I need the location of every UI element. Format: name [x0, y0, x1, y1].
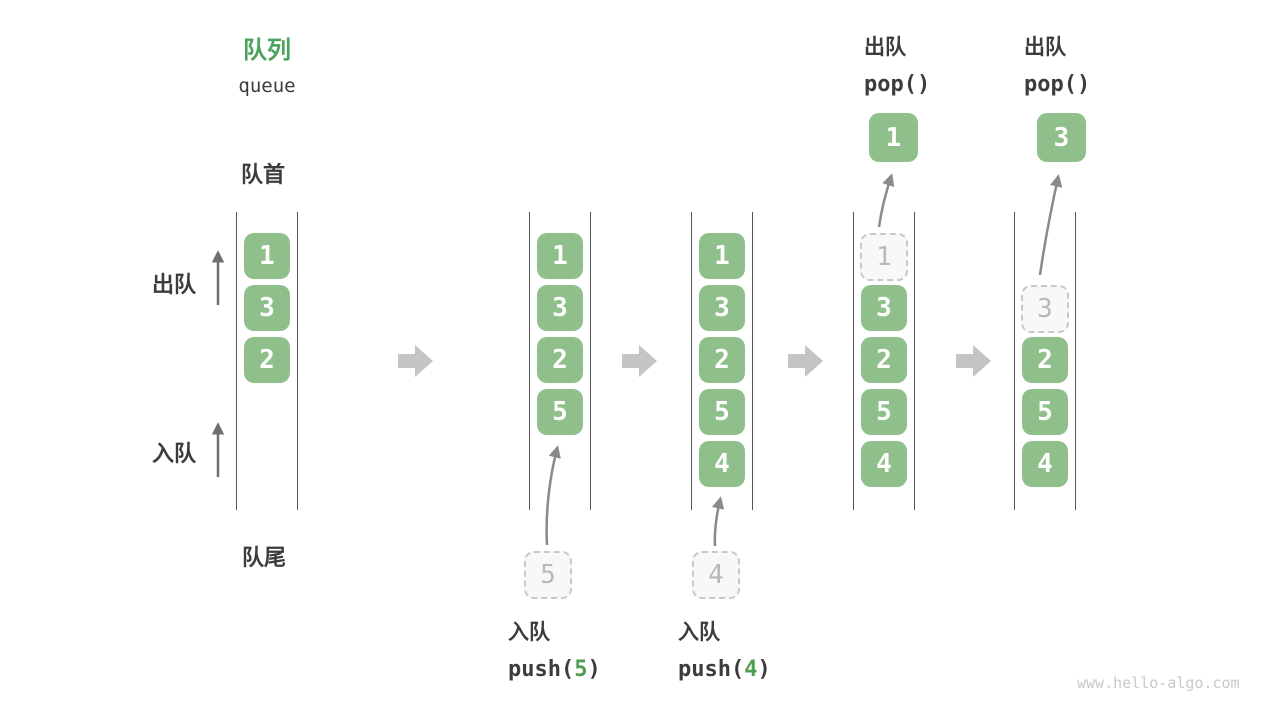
flow-arrow-icon [956, 345, 991, 377]
op-pop-1: 出队 pop() [864, 31, 930, 97]
popped-value-box: 1 [869, 113, 918, 162]
queue-cell: 2 [699, 337, 745, 383]
queue-cell: 5 [699, 389, 745, 435]
queue-cell: 3 [537, 285, 583, 331]
queue-cell: 4 [861, 441, 907, 487]
op-push-5: 入队 push(5) [508, 616, 601, 682]
popped-value-box: 3 [1037, 113, 1086, 162]
queue-cell: 5 [537, 389, 583, 435]
queue-cell: 2 [537, 337, 583, 383]
op-push-4-zh: 入队 [678, 621, 720, 644]
flow-arrow-icon [622, 345, 657, 377]
flow-arrow-icon [398, 345, 433, 377]
op-pop-1-code: pop() [864, 72, 931, 97]
watermark: www.hello-algo.com [1077, 674, 1240, 692]
diagram-title: 队列 queue [230, 30, 304, 97]
queue-cell: 1 [244, 233, 290, 279]
push-5-arg: 5 [574, 657, 588, 682]
op-push-5-code: push(5) [508, 657, 601, 682]
label-queue-rear: 队尾 [242, 545, 287, 570]
queue-cell: 5 [861, 389, 907, 435]
op-push-4: 入队 push(4) [678, 616, 771, 682]
op-push-5-zh: 入队 [508, 621, 550, 644]
push-4-arg: 4 [744, 657, 758, 682]
flow-arrow-icon [788, 345, 823, 377]
queue-cell: 5 [1022, 389, 1068, 435]
queue-cell: 2 [244, 337, 290, 383]
op-pop-1-zh: 出队 [864, 36, 906, 59]
queue-cell: 4 [699, 441, 745, 487]
queue-state-pop-1: 1 3 2 5 4 [853, 212, 915, 510]
queue-cell-ghost: 3 [1021, 285, 1069, 333]
title-zh: 队列 [243, 37, 291, 64]
queue-state-after-push-4: 1 3 2 5 4 [691, 212, 753, 510]
queue-cell: 2 [861, 337, 907, 383]
incoming-value-box: 4 [692, 551, 740, 599]
label-enqueue-direction: 入队 [152, 441, 197, 466]
label-dequeue-direction: 出队 [152, 272, 197, 297]
title-en: queue [238, 75, 296, 97]
op-pop-2-code: pop() [1024, 72, 1091, 97]
op-pop-2-zh: 出队 [1024, 36, 1066, 59]
queue-state-after-push-5: 1 3 2 5 [529, 212, 591, 510]
incoming-value-box: 5 [524, 551, 572, 599]
queue-cell: 3 [699, 285, 745, 331]
queue-state-initial: 1 3 2 [236, 212, 298, 510]
queue-cell: 1 [699, 233, 745, 279]
op-pop-2: 出队 pop() [1024, 31, 1090, 97]
queue-cell: 4 [1022, 441, 1068, 487]
queue-cell: 3 [244, 285, 290, 331]
queue-cell: 3 [861, 285, 907, 331]
queue-state-pop-3: 3 2 5 4 [1014, 212, 1076, 510]
queue-cell: 1 [537, 233, 583, 279]
label-queue-front: 队首 [241, 162, 286, 187]
op-push-4-code: push(4) [678, 657, 771, 682]
queue-cell: 2 [1022, 337, 1068, 383]
queue-cell-ghost: 1 [860, 233, 908, 281]
